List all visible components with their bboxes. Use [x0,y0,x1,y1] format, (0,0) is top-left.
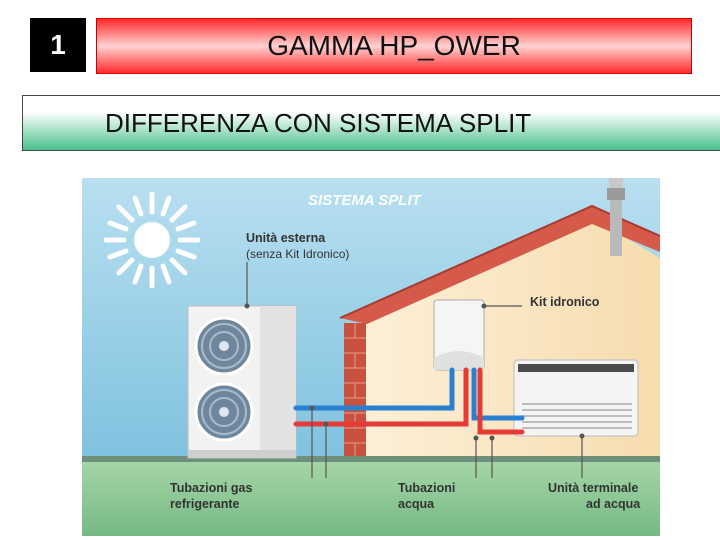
slide-subtitle: DIFFERENZA CON SISTEMA SPLIT [22,95,720,151]
fan-icon [196,384,252,440]
gas-pipes-sublabel: refrigerante [170,497,240,511]
water-pipes-sublabel: acqua [398,497,435,511]
water-pipes-label: Tubazioni [398,481,455,495]
outdoor-unit-label: Unità esterna [246,231,326,245]
sun-icon [106,194,198,286]
hydronic-kit [434,300,484,370]
outdoor-unit [188,306,296,458]
terminal-unit [514,360,638,436]
hydronic-kit-label: Kit idronico [530,295,600,309]
brick-column [344,323,366,460]
split-system-illustration: SISTEMA SPLIT [82,178,660,536]
terminal-unit-sublabel: ad acqua [586,497,641,511]
slide-title: GAMMA HP_OWER [96,18,692,74]
outdoor-unit-sublabel: (senza Kit Idronico) [246,247,349,261]
fan-icon [196,318,252,374]
ground [82,460,660,536]
terminal-unit-label: Unità terminale [548,481,638,495]
gas-pipes-label: Tubazioni gas [170,481,252,495]
slide-number: 1 [30,18,86,72]
illustration-heading: SISTEMA SPLIT [308,192,423,209]
